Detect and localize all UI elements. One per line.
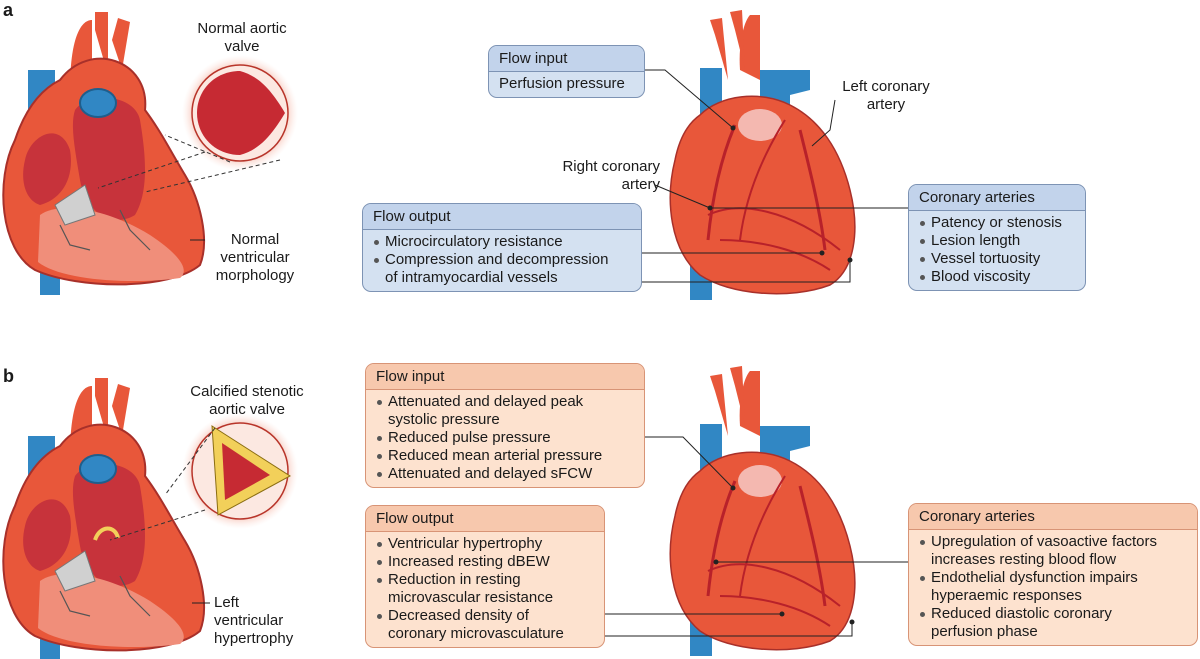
b-flow-input-item: Reduced pulse pressure (376, 429, 634, 447)
b-coronary-item: Reduced diastolic coronary perfusion pha… (919, 605, 1187, 641)
b-flow-output-box: Flow output Ventricular hypertrophy Incr… (365, 505, 605, 648)
normal-heart-section-illustration (2, 11, 206, 296)
stenotic-callout-line-lower (109, 509, 206, 541)
b-flow-input-title: Flow input (366, 364, 644, 390)
valve-callout-line-upper (164, 134, 231, 163)
a-flow-output-item: Compression and decompression of intramy… (373, 251, 631, 287)
a-flow-output-dot-1 (819, 250, 825, 256)
b-coronary-arteries-title: Coronary arteries (909, 504, 1197, 530)
b-ventricle-label: Left ventricular hypertrophy (214, 594, 294, 647)
a-flow-output-dot-2 (847, 257, 853, 263)
b-flow-input-item: Attenuated and delayed peak systolic pre… (376, 393, 634, 429)
a-flow-input-leader (645, 69, 734, 129)
left-coronary-artery-label: Left coronary artery (842, 78, 930, 113)
a-flow-input-title: Flow input (489, 46, 644, 72)
a-left-coronary-leader (811, 99, 836, 147)
hypertrophic-heart-section-illustration (2, 377, 206, 659)
panel-b-letter: b (3, 366, 14, 386)
a-coronary-item: Blood viscosity (919, 268, 1075, 286)
a-ventricle-label: Normal ventricular morphology (215, 231, 295, 284)
b-flow-output-item: Decreased density of coronary microvascu… (376, 607, 594, 643)
b-flow-input-item: Reduced mean arterial pressure (376, 447, 634, 465)
a-flow-output-title: Flow output (363, 204, 641, 230)
valve-callout-line-lower (97, 151, 206, 189)
normal-aortic-valve-lumen (197, 71, 285, 155)
a-flow-output-item: Microcirculatory resistance (373, 233, 631, 251)
b-flow-output-dot-2 (849, 619, 855, 625)
right-coronary-artery-label: Right coronary artery (562, 158, 660, 193)
b-flow-output-dot-1 (779, 611, 785, 617)
b-coronary-arteries-dot (713, 559, 719, 565)
hypertrophic-heart-exterior-illustration (668, 364, 857, 658)
a-coronary-arteries-box: Coronary arteries Patency or stenosis Le… (908, 184, 1086, 291)
a-valve-label: Normal aortic valve (197, 20, 287, 55)
a-flow-input-dot (730, 125, 736, 131)
b-flow-output-title: Flow output (366, 506, 604, 532)
b-flow-output-item: Ventricular hypertrophy (376, 535, 594, 553)
b-valve-label: Calcified stenotic aortic valve (190, 383, 304, 418)
valve-callout-line-b (144, 159, 281, 193)
a-flow-input-box: Flow input Perfusion pressure (488, 45, 645, 98)
b-coronary-arteries-box: Coronary arteries Upregulation of vasoac… (908, 503, 1198, 646)
calcified-leaflet-marker (93, 526, 120, 541)
b-flow-output-item: Reduction in resting microvascular resis… (376, 571, 594, 607)
panel-a-letter: a (3, 0, 14, 20)
normal-heart-exterior-illustration (668, 8, 857, 302)
a-flow-output-box: Flow output Microcirculatory resistance … (362, 203, 642, 292)
stenotic-valve-lumen (222, 443, 270, 500)
a-right-coronary-leader (654, 184, 711, 209)
b-flow-output-leader-2 (605, 622, 853, 637)
b-flow-input-dot (730, 485, 736, 491)
b-flow-input-leader (645, 436, 734, 489)
a-coronary-item: Vessel tortuosity (919, 250, 1075, 268)
a-coronary-item: Lesion length (919, 232, 1075, 250)
a-flow-output-leader-2 (640, 260, 851, 283)
a-flow-input-item: Perfusion pressure (499, 75, 625, 92)
b-coronary-item: Upregulation of vasoactive factors incre… (919, 533, 1187, 569)
b-flow-input-box: Flow input Attenuated and delayed peak s… (365, 363, 645, 488)
b-flow-input-item: Attenuated and delayed sFCW (376, 465, 634, 483)
b-coronary-item: Endothelial dysfunction impairs hyperaem… (919, 569, 1187, 605)
b-flow-output-item: Increased resting dBEW (376, 553, 594, 571)
a-coronary-arteries-title: Coronary arteries (909, 185, 1085, 211)
a-coronary-item: Patency or stenosis (919, 214, 1075, 232)
